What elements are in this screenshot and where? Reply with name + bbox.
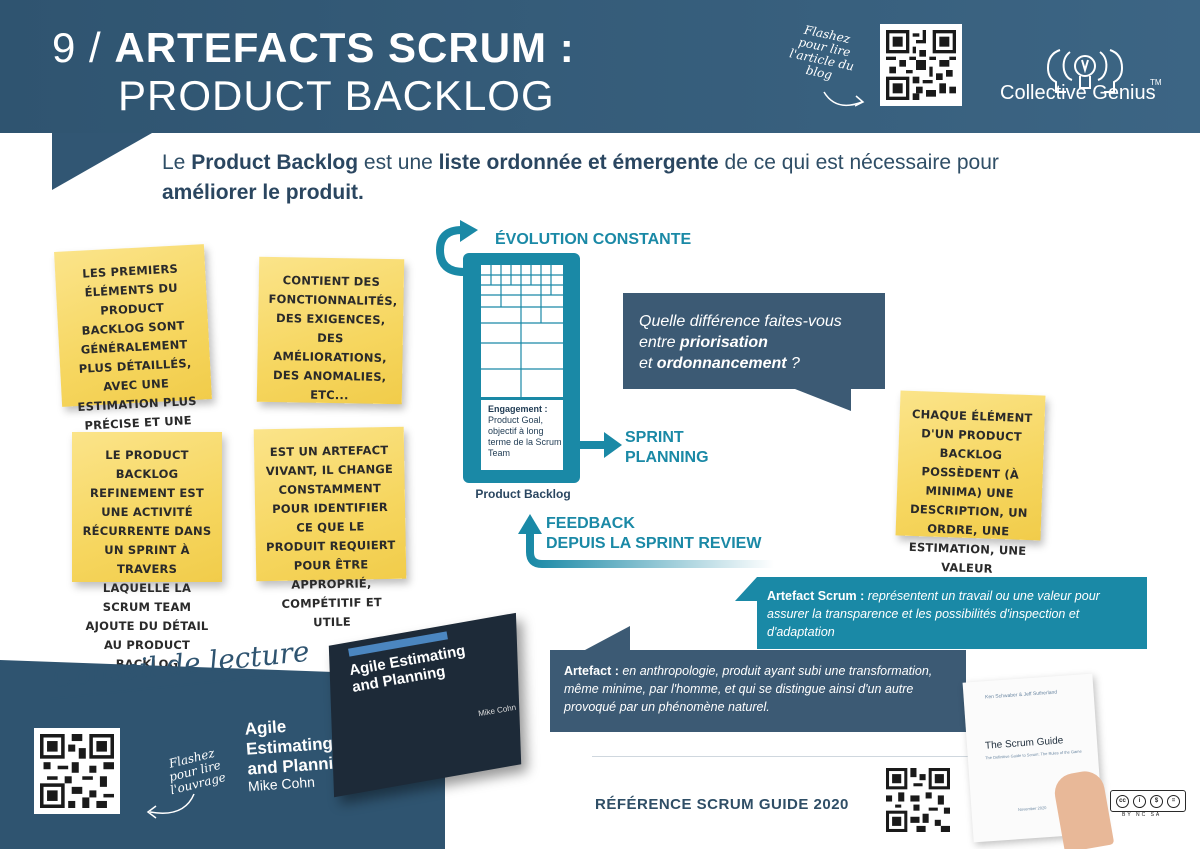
feedback-line2: DEPUIS LA SPRINT REVIEW [546,535,762,552]
evolution-label: ÉVOLUTION CONSTANTE [495,231,692,248]
page-title: 9 / ARTEFACTS SCRUM : [52,24,575,72]
definition-scrum-tail [735,577,757,601]
feedback-arrow-icon [518,514,774,568]
reference-divider [592,756,968,757]
sticky-note-item-attributes: Chaque élément d'un Product Backlog poss… [895,390,1046,576]
sticky-note-living-artefact: Est un artefact vivant, il change consta… [253,426,407,629]
question-line3-pre: et [639,355,657,372]
reference-label: RÉFÉRENCE SCRUM GUIDE 2020 [595,796,849,813]
qr-code-book[interactable] [34,728,120,814]
intro-bold3: améliorer le produit. [162,181,364,204]
nc-icon: $ [1150,794,1163,808]
sa-icon: = [1167,794,1180,808]
book-title-line1: Agile [244,716,287,739]
sprint-label-line1: SPRINT [625,429,684,446]
engagement-text: Engagement : Product Goal, objectif à lo… [488,404,562,459]
intro-part3: de ce qui est nécessaire pour [718,151,999,174]
definition-scrum-term: Artefact Scrum : [767,589,865,603]
intro-bold1: Product Backlog [191,151,359,174]
qr-code-scrum-guide[interactable] [880,762,956,838]
question-ordonnancement: ordonnancement [656,355,787,372]
sticky-note-refinement: Le Product Backlog Refinement est une ac… [72,432,222,671]
curved-arrow-icon [146,793,195,819]
qr-icon [886,30,956,100]
collective-genius-logo [1046,49,1124,93]
cycle-arrow-icon [435,220,478,276]
product-backlog-label: Product Backlog [475,487,571,501]
qr-code-blog[interactable] [880,24,962,106]
hand-holding-guide [1051,768,1115,849]
cc-license-badge: cc i $ = [1110,790,1186,812]
sprint-label-line2: PLANNING [625,449,709,466]
backlog-items-grid [481,265,563,397]
title-number: 9 / [52,24,102,71]
question-bubble-tail [795,389,851,411]
curved-arrow-icon [823,91,865,107]
header-tab [52,133,152,190]
cc-icon: cc [1116,794,1129,808]
engagement-panel [481,400,563,470]
definition-artefact-tail [585,626,630,650]
qr-icon [40,734,114,808]
title-bold: ARTEFACTS SCRUM : [114,24,575,71]
intro-bold2: liste ordonnée et émergente [438,151,719,174]
page-subtitle: PRODUCT BACKLOG [118,72,555,119]
qr-icon [886,768,950,832]
engagement-body: Product Goal, objectif à long terme de l… [488,415,562,458]
cc-license-labels: BY NC SA [1122,812,1162,818]
definition-artefact: Artefact : en anthropologie, produit aya… [550,650,966,732]
header-banner [0,0,1200,133]
engagement-heading: Engagement : [488,404,548,414]
question-priorisation: priorisation [679,334,768,351]
intro-part2: est une [358,151,439,174]
question-line3-post: ? [786,355,800,372]
intro-part1: Le [162,151,192,174]
question-line2-pre: entre [639,334,680,351]
feedback-label: FEEDBACK DEPUIS LA SPRINT REVIEW [546,514,761,554]
question-bubble: Quelle différence faites-vous entre prio… [623,293,885,389]
question-line1: Quelle différence faites-vous [639,313,842,330]
sticky-note-contents: Contient des fonctionnalités, des exigen… [256,256,405,405]
definition-artefact-text: en anthropologie, produit ayant subi une… [564,664,933,714]
sticky-note-first-items: Les premiers éléments du Product Backlog… [54,244,212,451]
arrow-right-icon [578,432,622,458]
by-icon: i [1133,794,1146,808]
definition-scrum-artefact: Artefact Scrum : représentent un travail… [757,577,1147,649]
sprint-planning-label: SPRINT PLANNING [625,428,709,468]
feedback-line1: FEEDBACK [546,515,635,532]
definition-artefact-term: Artefact : [564,664,619,678]
definition-scrum-text: représentent un travail ou une valeur po… [767,589,1100,639]
intro-text: Le Product Backlog est une liste ordonné… [162,148,1082,208]
logo-trademark: TM [1150,78,1162,87]
logo-text: Collective Genius [1000,82,1156,104]
